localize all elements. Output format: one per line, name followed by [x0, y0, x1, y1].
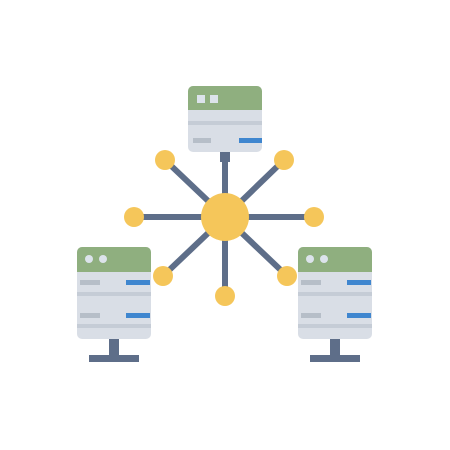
node-dots	[124, 150, 324, 306]
server-top-line-gray	[193, 138, 211, 143]
node-dot-top-right	[274, 150, 294, 170]
server-left-stand-stem	[109, 339, 119, 357]
node-dot-bottom-left	[153, 266, 173, 286]
server-left-dot-1	[85, 255, 93, 263]
server-left-line-blue-2	[126, 313, 150, 318]
server-right-dot-1	[306, 255, 314, 263]
server-top-line-blue	[239, 138, 262, 143]
server-left-dot-2	[99, 255, 107, 263]
server-left-header-fill	[77, 262, 151, 272]
server-left-stand-base	[89, 355, 139, 362]
server-right-header-fill	[298, 262, 372, 272]
node-dot-left	[124, 207, 144, 227]
server-right-line-gray-2	[301, 313, 321, 318]
server-right-line-gray-1	[301, 280, 321, 285]
server-right-dot-2	[320, 255, 328, 263]
node-dot-top-left	[155, 150, 175, 170]
server-left	[77, 247, 151, 362]
server-top-dot-1	[197, 95, 205, 103]
server-right-stand-stem	[330, 339, 340, 357]
server-right-divider-1	[298, 292, 372, 296]
node-dot-bottom	[215, 286, 235, 306]
server-top-divider	[188, 121, 262, 125]
server-left-line-gray-2	[80, 313, 100, 318]
server-left-divider-2	[77, 324, 151, 328]
server-right-divider-2	[298, 324, 372, 328]
node-dot-bottom-right	[277, 266, 297, 286]
server-left-divider-1	[77, 292, 151, 296]
server-right-line-blue-2	[347, 313, 371, 318]
server-top-stem	[220, 148, 230, 162]
server-top-dot-2	[210, 95, 218, 103]
server-right	[298, 247, 372, 362]
server-top	[188, 86, 262, 162]
server-right-line-blue-1	[347, 280, 371, 285]
server-right-stand-base	[310, 355, 360, 362]
server-left-line-blue-1	[126, 280, 150, 285]
server-left-line-gray-1	[80, 280, 100, 285]
server-top-header-fill	[188, 100, 262, 110]
node-dot-right	[304, 207, 324, 227]
central-hub	[201, 193, 249, 241]
